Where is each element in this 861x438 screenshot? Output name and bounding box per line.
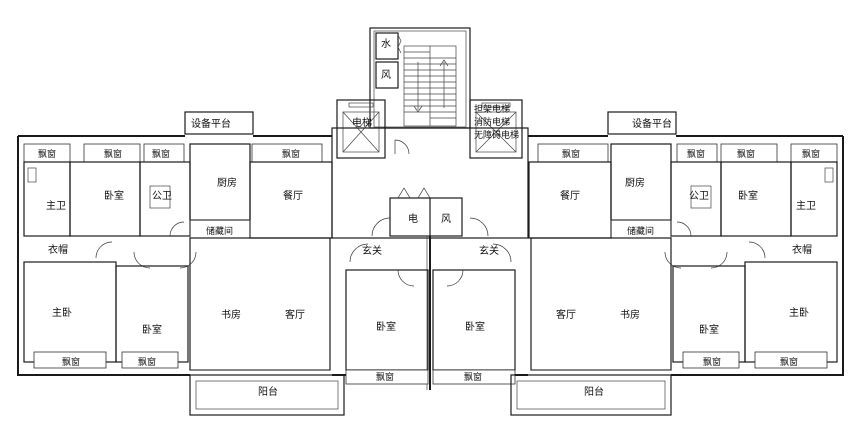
label-closet-left: 衣帽 — [48, 243, 68, 256]
bay-window-core-right — [432, 369, 516, 385]
label-kitchen-right: 厨房 — [625, 176, 645, 189]
label-master-bedroom-right: 主卧 — [789, 306, 809, 319]
label-bedroom-core-right: 卧室 — [465, 320, 485, 333]
label-electric: 电 — [408, 212, 418, 225]
label-master-bedroom-left: 主卧 — [52, 306, 72, 319]
label-bay-window-left-3: 飘窗 — [152, 148, 170, 160]
label-foyer-right: 玄关 — [479, 244, 499, 257]
label-storage-right: 储藏间 — [627, 225, 654, 237]
label-fire-elevator-2: 消防电梯 — [474, 116, 510, 128]
master-bath-right — [790, 161, 838, 237]
stair-flight — [403, 45, 457, 127]
label-bay-window-left-2: 飘窗 — [104, 148, 122, 160]
label-wind-shaft: 风 — [441, 213, 451, 225]
master-bath-left — [23, 161, 71, 237]
label-bay-window-core-left: 飘窗 — [376, 371, 394, 383]
labels: 水 风 电梯 担架电梯 消防电梯 无障碍电梯 电 风 设备平台 飘窗 飘窗 飘窗… — [38, 38, 820, 398]
label-bedroom-top-left: 卧室 — [104, 189, 124, 202]
label-bay-window-left-1: 飘窗 — [38, 148, 56, 160]
label-bay-window-bottom-left-2: 飘窗 — [138, 356, 156, 368]
label-study-left: 书房 — [221, 308, 241, 321]
label-public-bath-left: 公卫 — [152, 191, 172, 202]
equipment-platform-left — [184, 111, 254, 135]
label-dining-left: 餐厅 — [283, 189, 303, 202]
label-public-bath-right: 公卫 — [689, 191, 709, 202]
label-master-bath-left: 主卫 — [46, 200, 66, 212]
label-bay-window-left-4: 飘窗 — [282, 148, 300, 160]
label-bay-window-right-3: 飘窗 — [687, 148, 705, 160]
label-fire-elevator-1: 担架电梯 — [474, 103, 510, 115]
bay-window-bottom-right-1 — [754, 351, 828, 369]
label-bay-window-bottom-right-2: 飘窗 — [703, 356, 721, 368]
label-storage-left: 储藏间 — [206, 225, 233, 237]
label-wind-duct: 风 — [381, 69, 391, 81]
bedroom-core-right — [432, 269, 516, 371]
label-closet-right: 衣帽 — [792, 243, 812, 256]
label-balcony-right: 阳台 — [584, 385, 604, 398]
label-equipment-platform-left: 设备平台 — [191, 117, 231, 130]
wind-duct — [375, 61, 399, 89]
label-kitchen-left: 厨房 — [217, 176, 237, 189]
elevator-shaft — [336, 99, 386, 159]
label-equipment-platform-right: 设备平台 — [632, 117, 672, 130]
label-bedroom-top-right: 卧室 — [738, 189, 758, 202]
label-bay-window-core-right: 飘窗 — [464, 371, 482, 383]
right-unit — [432, 111, 844, 416]
label-water: 水 — [381, 38, 391, 50]
shaft-room — [389, 197, 463, 237]
left-unit — [17, 111, 429, 416]
water-duct — [375, 32, 399, 60]
core — [331, 27, 529, 390]
bedroom-core-left — [345, 269, 429, 371]
living-left — [189, 237, 331, 371]
balcony-right — [510, 374, 672, 416]
label-bedroom-mid-right: 卧室 — [699, 323, 719, 336]
label-living-left: 客厅 — [285, 308, 305, 321]
label-bedroom-mid-left: 卧室 — [142, 323, 162, 336]
label-bay-window-bottom-left-1: 飘窗 — [62, 356, 80, 368]
label-bay-window-right-4: 飘窗 — [562, 148, 580, 160]
label-study-right: 书房 — [620, 308, 640, 321]
label-dining-right: 餐厅 — [560, 189, 580, 202]
fire-elevator-shaft — [469, 99, 523, 159]
bay-window-bottom-right-2 — [682, 351, 740, 369]
label-bay-window-bottom-right-1: 飘窗 — [780, 356, 798, 368]
bedroom-mid-right — [672, 265, 746, 363]
label-bay-window-right-2: 飘窗 — [737, 148, 755, 160]
label-fire-elevator-3: 无障碍电梯 — [474, 129, 519, 141]
bay-window-bottom-left-1 — [33, 351, 107, 369]
bay-window-bottom-left-2 — [121, 351, 179, 369]
label-foyer-left: 玄关 — [362, 244, 382, 257]
label-elevator: 电梯 — [352, 116, 372, 129]
equipment-platform-right — [607, 111, 677, 135]
label-master-bath-right: 主卫 — [796, 200, 816, 212]
balcony-left — [189, 374, 345, 416]
bedroom-mid-left — [115, 265, 189, 363]
label-bedroom-core-left: 卧室 — [376, 320, 396, 333]
label-bay-window-right-1: 飘窗 — [802, 148, 820, 160]
label-living-right: 客厅 — [556, 308, 576, 321]
living-right — [530, 237, 672, 371]
label-balcony-left: 阳台 — [258, 385, 278, 398]
bay-window-core-left — [345, 369, 429, 385]
